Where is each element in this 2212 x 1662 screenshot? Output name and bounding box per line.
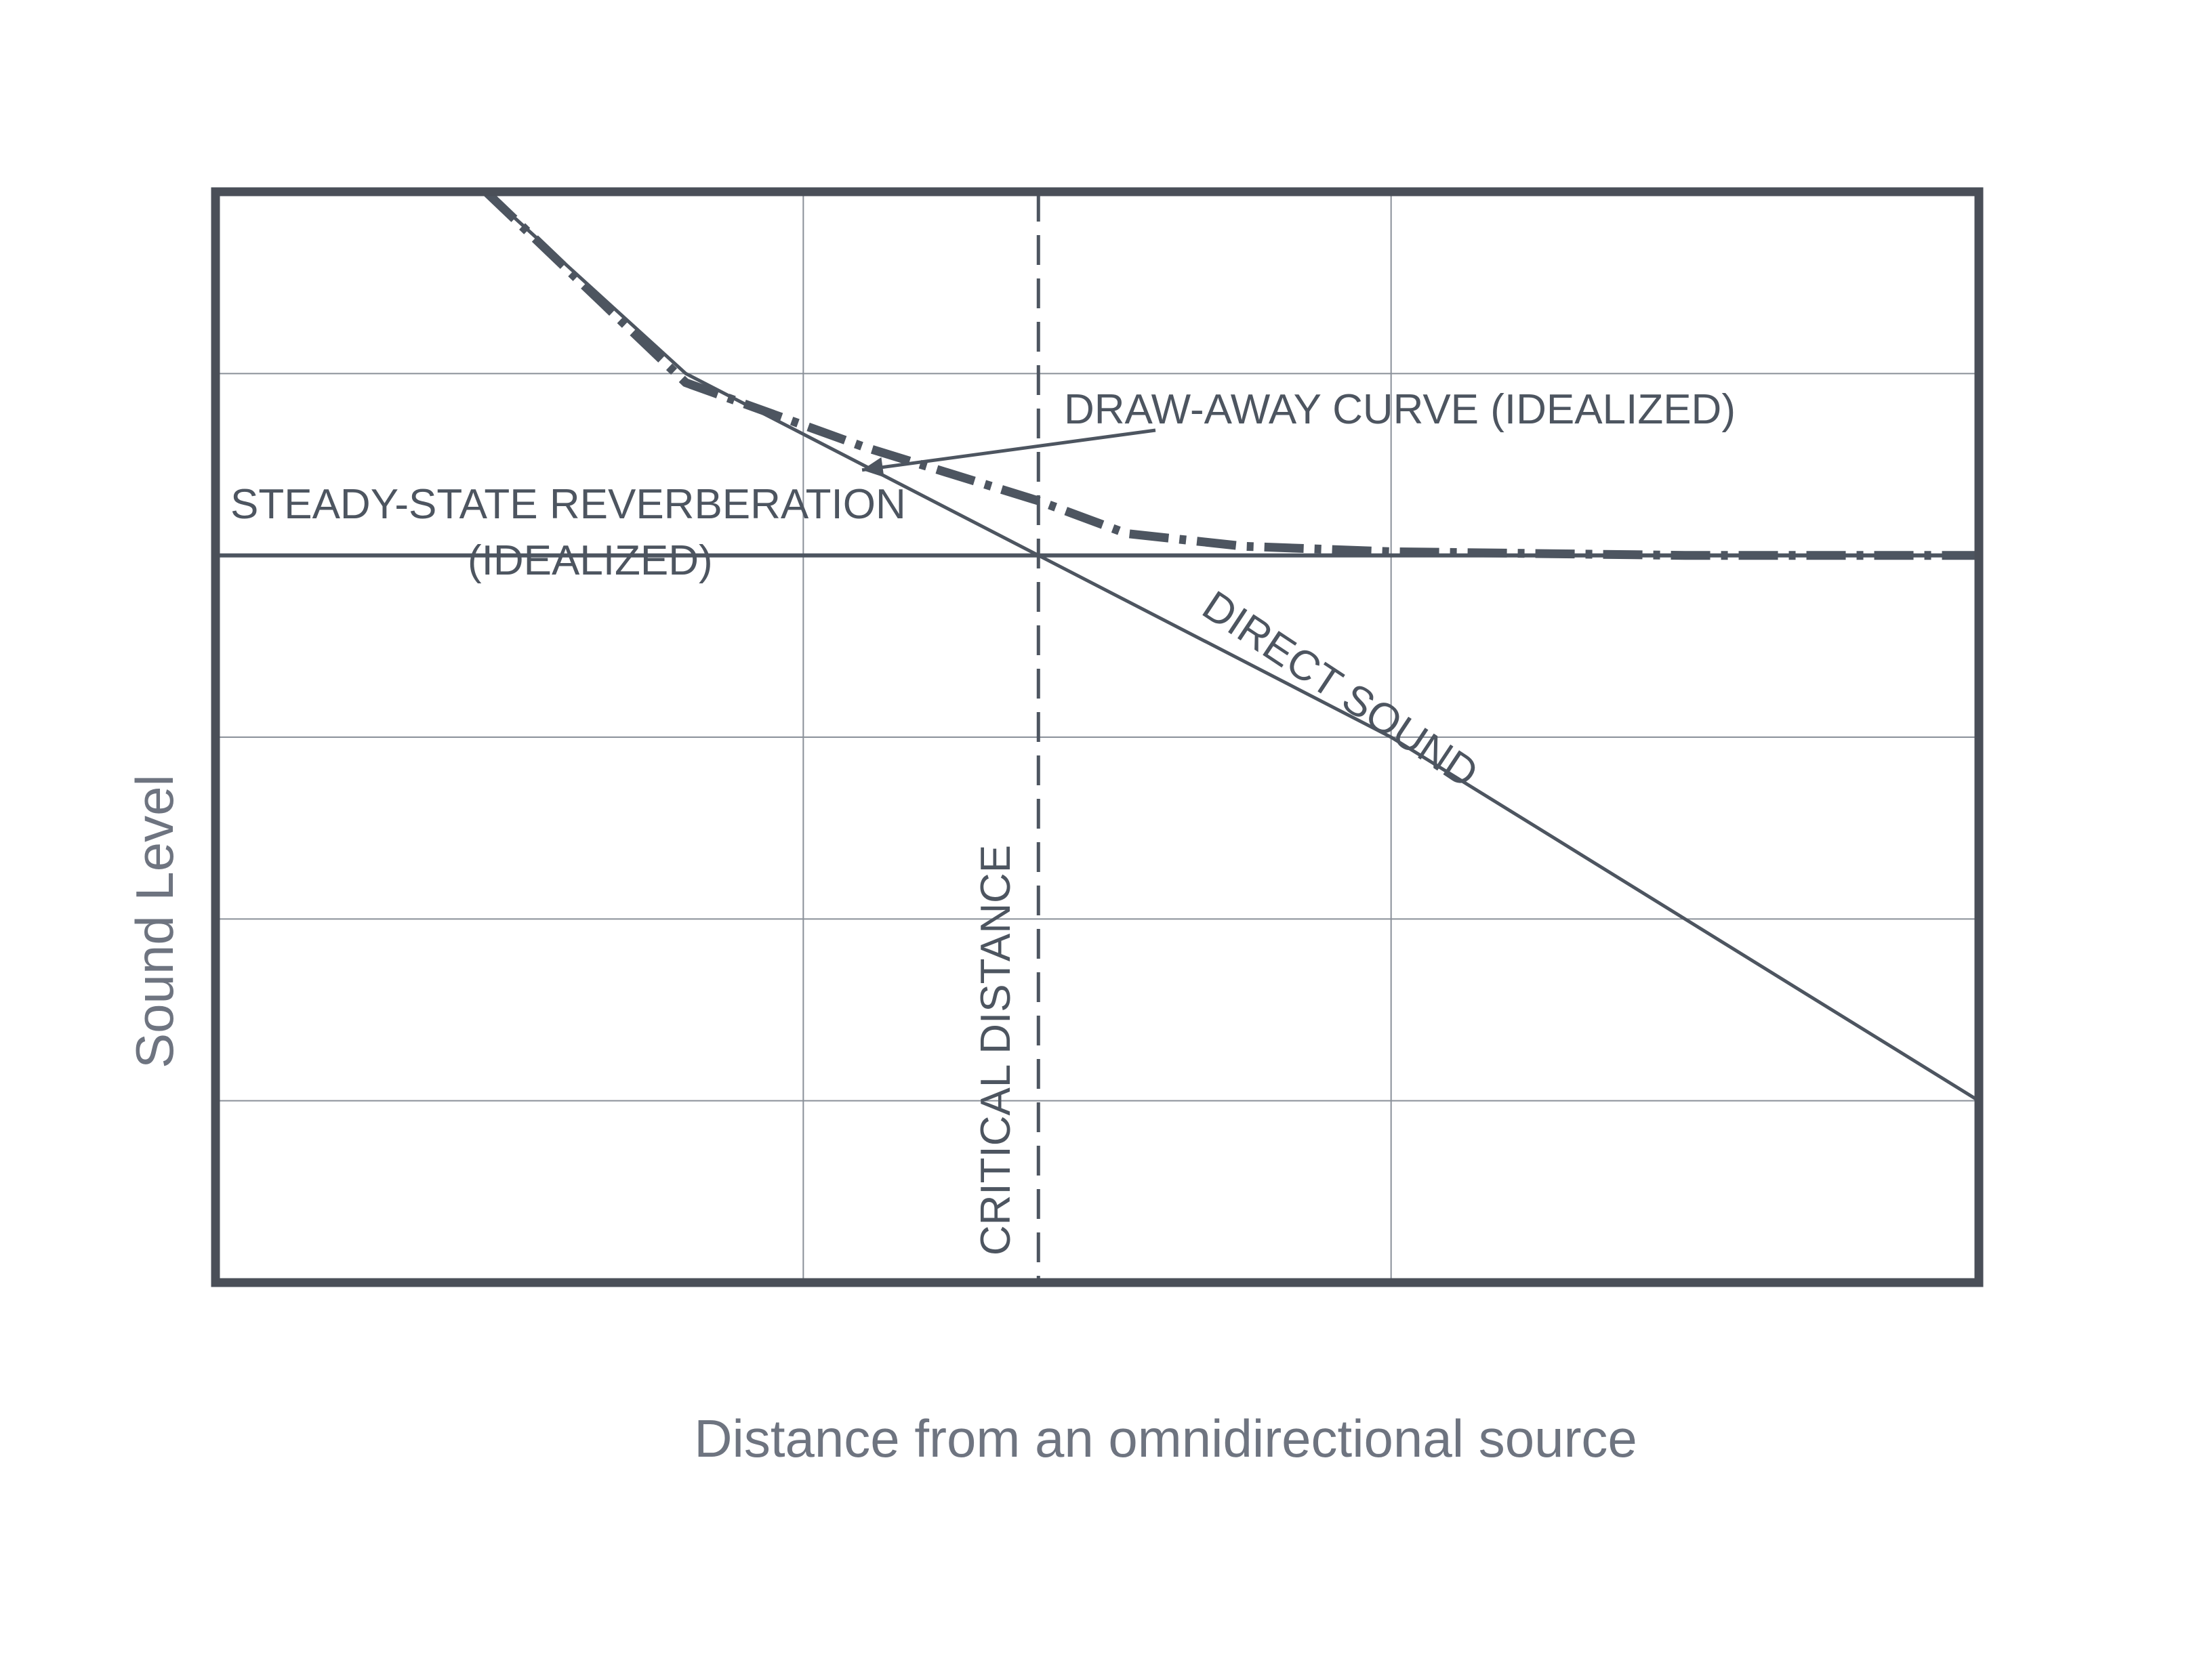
x-axis-label: Distance from an omnidirectional source <box>694 1409 1637 1468</box>
label-layer: DRAW-AWAY CURVE (IDEALIZED) STEADY-STATE… <box>125 386 1736 1468</box>
grid-layer <box>216 192 1979 1283</box>
draw-away-curve-line <box>483 188 1979 560</box>
y-axis-label: Sound Level <box>125 774 184 1068</box>
series-layer <box>216 188 1980 1283</box>
direct-sound-line <box>485 190 1980 1102</box>
draw-away-curve-label: DRAW-AWAY CURVE (IDEALIZED) <box>1064 386 1736 433</box>
critical-distance-label: CRITICAL DISTANCE <box>972 845 1019 1255</box>
steady-state-label-line1: STEADY-STATE REVERBERATION <box>230 481 906 528</box>
plot-frame <box>211 187 1984 1287</box>
draw-away-arrow-shaft <box>861 428 1156 472</box>
draw-away-arrow-head <box>862 457 884 478</box>
direct-sound-label: DIRECT SOUND <box>1194 582 1486 797</box>
steady-state-label-line2: (IDEALIZED) <box>468 537 713 584</box>
frame-layer <box>211 187 1984 1287</box>
